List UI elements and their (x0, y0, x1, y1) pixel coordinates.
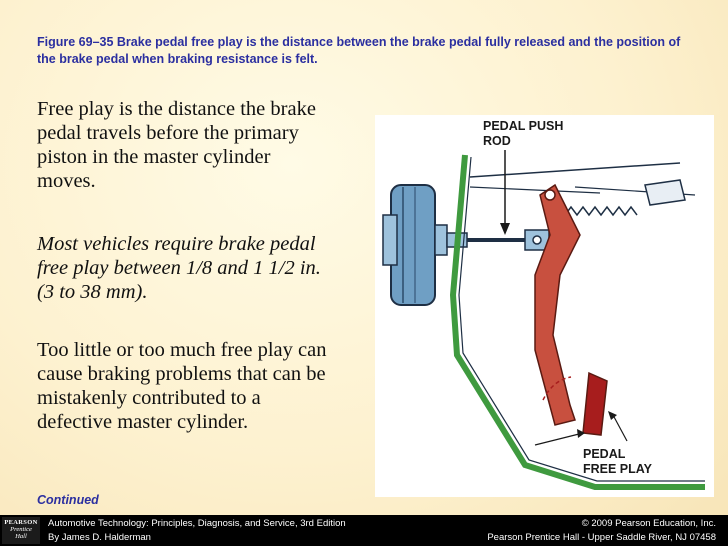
footer-author: By James D. Halderman (48, 532, 151, 543)
paragraph-spec: Most vehicles require brake pedal free p… (37, 233, 321, 303)
brake-booster (382, 184, 448, 306)
label-pedal-free-play-line2: FREE PLAY (583, 462, 653, 476)
push-rod (446, 229, 550, 251)
logo-line1: PEARSON (4, 519, 38, 526)
logo-line3: Hall (15, 533, 27, 540)
label-pedal-push-rod-line1: PEDAL PUSH (483, 119, 563, 133)
footer-publisher: Pearson Prentice Hall - Upper Saddle Riv… (487, 532, 716, 543)
firewall (449, 154, 705, 490)
label-pedal-free-play-line1: PEDAL (583, 447, 626, 461)
brake-pedal-arm (534, 183, 581, 426)
logo-line2: Prentice (10, 526, 32, 533)
free-play-travel-arc (542, 376, 572, 401)
pedal-bracket (469, 162, 696, 206)
paragraph-problems: Too little or too much free play can cau… (37, 339, 327, 433)
footer-copyright: © 2009 Pearson Education, Inc. (581, 518, 716, 529)
footer-book-title: Automotive Technology: Principles, Diagn… (48, 518, 346, 529)
brake-pedal-illustration: PEDAL PUSH ROD PEDAL FREE PLAY (382, 119, 705, 490)
paragraph-free-play: Free play is the distance the brake peda… (37, 98, 316, 192)
footer-bar: PEARSON Prentice Hall Automotive Technol… (0, 515, 728, 546)
continued-label: Continued (37, 493, 99, 507)
figure-caption: Figure 69–35 Brake pedal free play is th… (37, 35, 681, 66)
return-spring (564, 205, 638, 217)
pearson-logo: PEARSON Prentice Hall (2, 517, 40, 544)
label-pedal-push-rod-line2: ROD (483, 134, 511, 148)
brake-pedal-figure: PEDAL PUSH ROD PEDAL FREE PLAY (375, 115, 714, 497)
brake-pedal-pad (582, 371, 608, 436)
